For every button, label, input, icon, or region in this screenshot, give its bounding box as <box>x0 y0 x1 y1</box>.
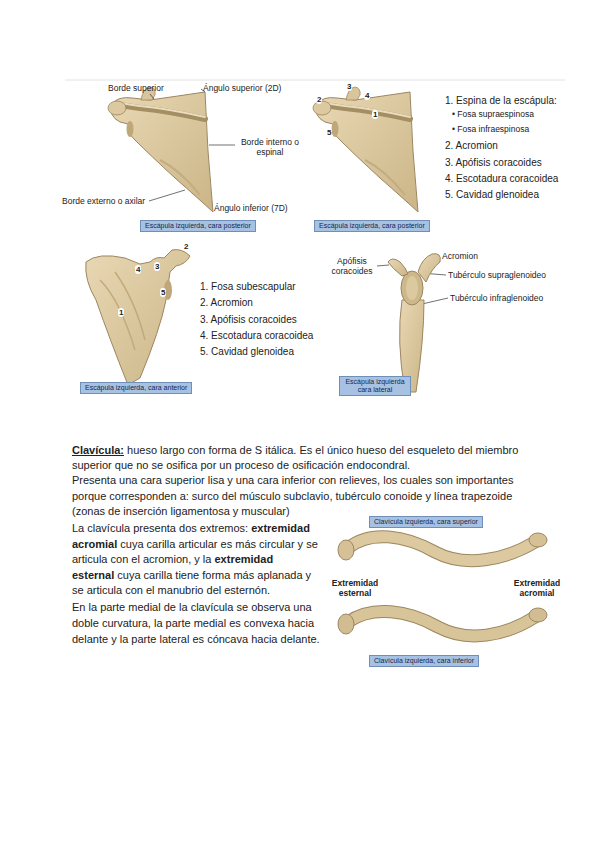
part-label: Extremidad esternal <box>332 578 378 598</box>
scapula-posterior-numbered <box>313 87 418 212</box>
callout-number-group: 3 <box>154 262 160 272</box>
legend-item-group: • Fosa supraespinosa <box>452 109 534 119</box>
legend-item: 4. Escotadura coracoidea <box>200 330 313 341</box>
part-label: Tubérculo supraglenoideo <box>448 270 546 280</box>
callout-number: 2 <box>316 95 322 104</box>
part-label: Acromion <box>442 251 478 261</box>
body-paragraph: La clavícula presenta dos extremos: <box>72 522 248 534</box>
body-paragraph-group: Clavícula:hueso largo con forma de S itá… <box>72 443 534 473</box>
legend-item-group: 3. Apófisis coracoides <box>200 314 297 326</box>
legend-item-group: 2. Acromion <box>445 140 498 152</box>
caption-text: Escápula izquierda, cara posterior <box>319 222 425 230</box>
caption-text: Escápula izquierda cara lateral <box>344 378 406 394</box>
body-paragraph: hueso largo con forma de S itálica. Es e… <box>72 444 518 471</box>
legend-item-group: 5. Cavidad glenoidea <box>445 189 539 201</box>
body-paragraph-group: Presenta una cara superior lisa y una ca… <box>72 473 534 520</box>
caption-box: Escápula izquierda, cara posterior <box>140 220 256 232</box>
part-label-group: Ángulo superior (2D) <box>203 83 281 93</box>
callout-number: 1 <box>118 308 124 317</box>
legend-item: 3. Apófisis coracoides <box>445 157 542 168</box>
part-label-group: Apófisis coracoides <box>328 256 376 276</box>
caption-box: Clavícula izquierda, cara superior <box>369 516 483 528</box>
legend-item: 2. Acromion <box>445 140 498 151</box>
part-label-group: Borde interno o espinal <box>237 137 303 157</box>
callout-number: 5 <box>160 288 166 297</box>
legend-item-group: • Fosa infraespinosa <box>452 124 529 134</box>
callout-number: 5 <box>326 128 332 137</box>
legend-item-group: 2. Acromion <box>200 297 253 309</box>
caption-text: Clavícula izquierda, cara inferior <box>374 657 474 665</box>
body-paragraph-group: La clavícula presenta dos extremos:extre… <box>72 521 324 599</box>
body-paragraph: En la parte medial de la clavícula se ob… <box>72 601 320 645</box>
legend-item-group: 4. Escotadura coracoidea <box>200 330 313 342</box>
body-paragraph: Presenta una cara superior lisa y una ca… <box>72 474 513 517</box>
clavicle-inferior <box>338 608 547 636</box>
callout-number-group: 2 <box>183 242 189 252</box>
leader-lines <box>149 89 448 304</box>
caption-text: Escápula izquierda, cara posterior <box>145 222 251 230</box>
legend-item-group: 5. Cavidad glenoidea <box>200 346 294 358</box>
callout-number-group: 5 <box>160 288 166 298</box>
caption-box: Escápula izquierda cara lateral <box>339 376 411 396</box>
scapula-anterior <box>86 250 190 385</box>
part-label-group: Borde superior <box>108 83 164 93</box>
caption-text: Clavícula izquierda, cara superior <box>374 518 478 526</box>
callout-number: 4 <box>135 265 141 274</box>
legend-item: 3. Apófisis coracoides <box>200 314 297 325</box>
legend-item: • Fosa supraespinosa <box>452 109 534 119</box>
scapula-lateral <box>388 254 440 392</box>
part-label-group: Extremidad acromial <box>508 578 566 598</box>
rule <box>65 80 565 81</box>
callout-number-group: 2 <box>316 95 322 105</box>
part-label: Extremidad acromial <box>514 578 560 598</box>
body-paragraph-group: En la parte medial de la clavícula se ob… <box>72 599 324 647</box>
part-label-group: Tubérculo supraglenoideo <box>448 270 546 280</box>
part-label-group: Tubérculo infraglenoideo <box>450 293 543 303</box>
part-label: Tubérculo infraglenoideo <box>450 293 543 303</box>
legend-item: 5. Cavidad glenoidea <box>445 189 539 200</box>
caption-box: Escápula izquierda, cara anterior <box>80 382 192 394</box>
legend-item: • Fosa infraespinosa <box>452 124 529 134</box>
legend-item: 1. Fosa subescapular <box>200 281 296 292</box>
caption-box: Escápula izquierda, cara posterior <box>314 220 430 232</box>
legend-item: 1. Espina de la escápula: <box>445 95 557 106</box>
callout-number: 4 <box>364 91 370 100</box>
part-label: Borde interno o espinal <box>241 137 299 157</box>
callout-number: 3 <box>154 262 160 271</box>
callout-number-group: 3 <box>346 82 352 92</box>
part-label-group: Extremidad esternal <box>328 578 382 598</box>
part-label-group: Acromion <box>442 251 478 261</box>
part-label-group: Borde externo o axilar <box>62 196 145 206</box>
callout-number: 3 <box>346 82 352 91</box>
callout-number-group: 1 <box>118 308 124 318</box>
part-label: Ángulo inferior (7D) <box>214 203 288 213</box>
callout-number: 2 <box>183 242 189 251</box>
legend-item-group: 1. Fosa subescapular <box>200 281 296 293</box>
callout-number-group: 4 <box>364 91 370 101</box>
part-label: Borde superior <box>108 83 164 93</box>
body-paragraph: Clavícula: <box>72 444 124 456</box>
clavicle-superior <box>338 533 547 561</box>
legend-item: 4. Escotadura coracoidea <box>445 173 558 184</box>
legend-item-group: 4. Escotadura coracoidea <box>445 173 558 185</box>
legend-item-group: 1. Espina de la escápula: <box>445 95 557 107</box>
legend-item: 5. Cavidad glenoidea <box>200 346 294 357</box>
caption-text: Escápula izquierda, cara anterior <box>85 384 187 392</box>
callout-number-group: 5 <box>326 128 332 138</box>
part-label: Borde externo o axilar <box>62 196 145 206</box>
part-label-group: Ángulo inferior (7D) <box>214 203 288 213</box>
part-label: Ángulo superior (2D) <box>203 83 281 93</box>
callout-number: 1 <box>372 110 378 119</box>
legend-item-group: 3. Apófisis coracoides <box>445 157 542 169</box>
callout-number-group: 4 <box>135 265 141 275</box>
scapula-posterior <box>108 87 213 212</box>
callout-number-group: 1 <box>372 110 378 120</box>
legend-item: 2. Acromion <box>200 297 253 308</box>
part-label: Apófisis coracoides <box>331 256 372 276</box>
caption-box: Clavícula izquierda, cara inferior <box>369 655 479 667</box>
